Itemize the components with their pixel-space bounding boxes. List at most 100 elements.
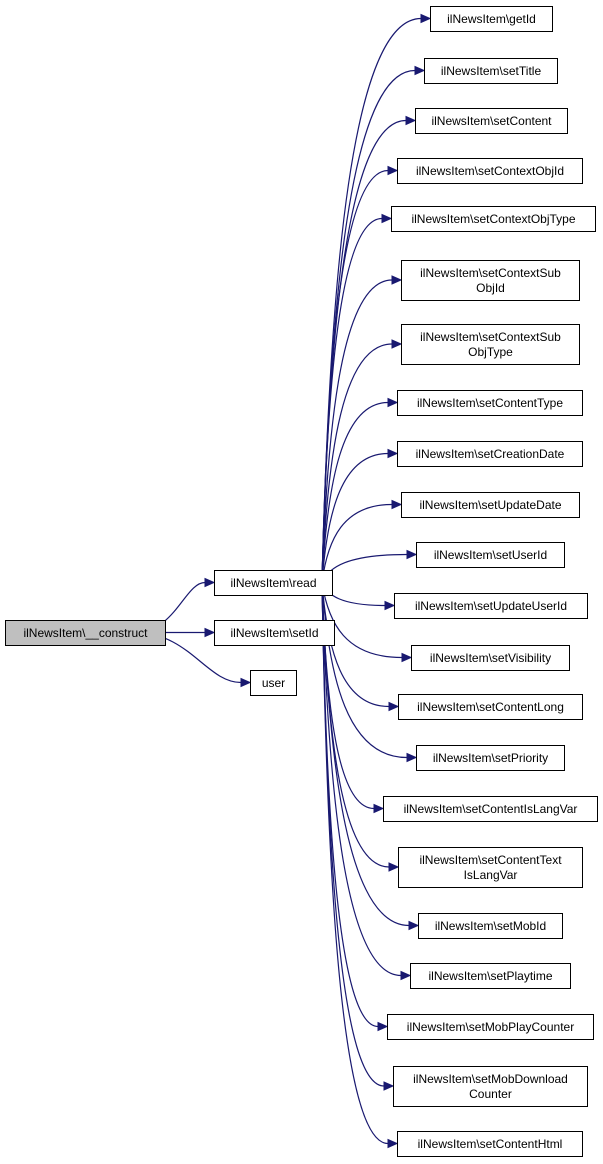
- node-setTitle[interactable]: ilNewsItem\setTitle: [424, 58, 558, 84]
- node-label: ilNewsItem\setId: [230, 626, 318, 640]
- edge-read-to-setContentType: [321, 401, 389, 583]
- arrowhead-setContextObjId: [387, 165, 399, 176]
- node-box: [214, 620, 335, 646]
- node-box: [5, 620, 166, 646]
- arrowhead-setPlaytime: [400, 970, 412, 981]
- node-read[interactable]: ilNewsItem\read: [214, 570, 333, 596]
- node-setUserId[interactable]: ilNewsItem\setUserId: [416, 542, 565, 568]
- node-getId[interactable]: ilNewsItem\getId: [430, 6, 553, 32]
- arrowhead-setMobPlayCounter: [377, 1021, 389, 1032]
- arrowhead-setContentIsLangVar: [373, 803, 385, 814]
- node-label: ilNewsItem\setContextObjId: [416, 164, 564, 178]
- node-box: [398, 847, 583, 888]
- node-label: ilNewsItem\setVisibility: [430, 651, 551, 665]
- node-label: ilNewsItem\setContextSub: [420, 330, 561, 344]
- node-label: ilNewsItem\setMobPlayCounter: [407, 1020, 574, 1034]
- node-box: [415, 108, 568, 134]
- node-label: ilNewsItem\setContentType: [417, 396, 563, 410]
- node-box: [430, 6, 553, 32]
- node-label: ilNewsItem\setPlaytime: [428, 969, 552, 983]
- edge-read-to-setUpdateDate: [321, 503, 393, 583]
- node-setContentHtml[interactable]: ilNewsItem\setContentHtml: [397, 1131, 583, 1157]
- arrowhead-setPriority: [406, 752, 418, 763]
- arrowhead-setContextSubObjType: [391, 339, 403, 349]
- node-label: ilNewsItem\setTitle: [441, 64, 542, 78]
- arrowhead-setUpdateUserId: [384, 600, 396, 611]
- edge-read-to-setCreationDate: [321, 452, 389, 583]
- node-setPlaytime[interactable]: ilNewsItem\setPlaytime: [410, 963, 571, 989]
- edge-read-to-setContextObjType: [321, 217, 383, 583]
- node-setContextObjType[interactable]: ilNewsItem\setContextObjType: [391, 206, 596, 232]
- node-label: ilNewsItem\setContent: [431, 114, 552, 128]
- edge-layer: [134, 13, 432, 1149]
- node-box: [397, 158, 583, 184]
- node-label: ilNewsItem\setContentIsLangVar: [404, 802, 578, 816]
- edge-read-to-setUserId: [321, 553, 408, 583]
- arrowhead-setTitle: [414, 65, 426, 76]
- edge-read-to-setContextSubObjType: [321, 343, 393, 583]
- node-box: [391, 206, 596, 232]
- node-label: IsLangVar: [464, 868, 518, 882]
- node-setMobId[interactable]: ilNewsItem\setMobId: [418, 913, 563, 939]
- node-setUpdateDate[interactable]: ilNewsItem\setUpdateDate: [401, 492, 580, 518]
- node-setContentIsLangVar[interactable]: ilNewsItem\setContentIsLangVar: [383, 796, 598, 822]
- node-setUpdateUserId[interactable]: ilNewsItem\setUpdateUserId: [394, 593, 588, 619]
- arrowhead-setContentHtml: [387, 1138, 399, 1149]
- edge-read-to-setPriority: [321, 582, 408, 759]
- node-setMobPlayCounter[interactable]: ilNewsItem\setMobPlayCounter: [387, 1014, 594, 1040]
- node-box: [383, 796, 598, 822]
- node-label: ilNewsItem\setContextSub: [420, 266, 561, 280]
- node-box: [387, 1014, 594, 1040]
- node-setCreationDate[interactable]: ilNewsItem\setCreationDate: [397, 441, 583, 467]
- node-setVisibility[interactable]: ilNewsItem\setVisibility: [411, 645, 570, 671]
- node-label: ilNewsItem\__construct: [23, 626, 148, 640]
- node-box: [401, 324, 580, 365]
- node-box: [401, 492, 580, 518]
- node-setPriority[interactable]: ilNewsItem\setPriority: [416, 745, 565, 771]
- node-setContextObjId[interactable]: ilNewsItem\setContextObjId: [397, 158, 583, 184]
- node-box: [397, 441, 583, 467]
- node-box: [398, 694, 583, 720]
- node-label: ilNewsItem\setUpdateUserId: [415, 599, 567, 613]
- edge-read-to-setPlaytime: [321, 582, 402, 977]
- arrowhead-setContent: [405, 115, 417, 126]
- node-box: [397, 390, 583, 416]
- node-construct[interactable]: ilNewsItem\__construct: [5, 620, 166, 646]
- node-box: [416, 542, 565, 568]
- node-box: [401, 260, 580, 301]
- edge-read-to-setContextSubObjId: [321, 279, 393, 583]
- node-setContent[interactable]: ilNewsItem\setContent: [415, 108, 568, 134]
- arrowhead-setId: [204, 627, 216, 638]
- arrowhead-setContentLong: [388, 701, 400, 712]
- arrowhead-getId: [420, 13, 432, 24]
- arrowhead-setContextSubObjId: [391, 275, 403, 285]
- node-box: [418, 913, 563, 939]
- node-setContentType[interactable]: ilNewsItem\setContentType: [397, 390, 583, 416]
- node-label: ilNewsItem\setContentText: [419, 853, 562, 867]
- node-label: ilNewsItem\setContextObjType: [411, 212, 575, 226]
- node-label: ilNewsItem\getId: [447, 12, 536, 26]
- edge-read-to-setContentHtml: [321, 582, 389, 1145]
- node-setContentLong[interactable]: ilNewsItem\setContentLong: [398, 694, 583, 720]
- node-box: [214, 570, 333, 596]
- node-setId[interactable]: ilNewsItem\setId: [214, 620, 335, 646]
- edge-read-to-setMobPlayCounter: [321, 582, 379, 1028]
- node-label: Counter: [469, 1087, 512, 1101]
- node-label: ilNewsItem\setUserId: [434, 548, 547, 562]
- node-layer: ilNewsItem\__construct ilNewsItem\read ilN…: [5, 6, 598, 1157]
- arrowhead-setContentTextIsLangVar: [388, 862, 400, 872]
- node-label: ilNewsItem\setMobId: [435, 919, 546, 933]
- node-box: [416, 745, 565, 771]
- node-label: ilNewsItem\setPriority: [433, 751, 548, 765]
- arrowhead-setContentType: [387, 397, 399, 408]
- node-label: user: [262, 676, 285, 690]
- node-label: ilNewsItem\setCreationDate: [416, 447, 565, 461]
- arrowhead-user: [240, 677, 252, 688]
- node-user[interactable]: user: [250, 670, 297, 696]
- node-box: [394, 593, 588, 619]
